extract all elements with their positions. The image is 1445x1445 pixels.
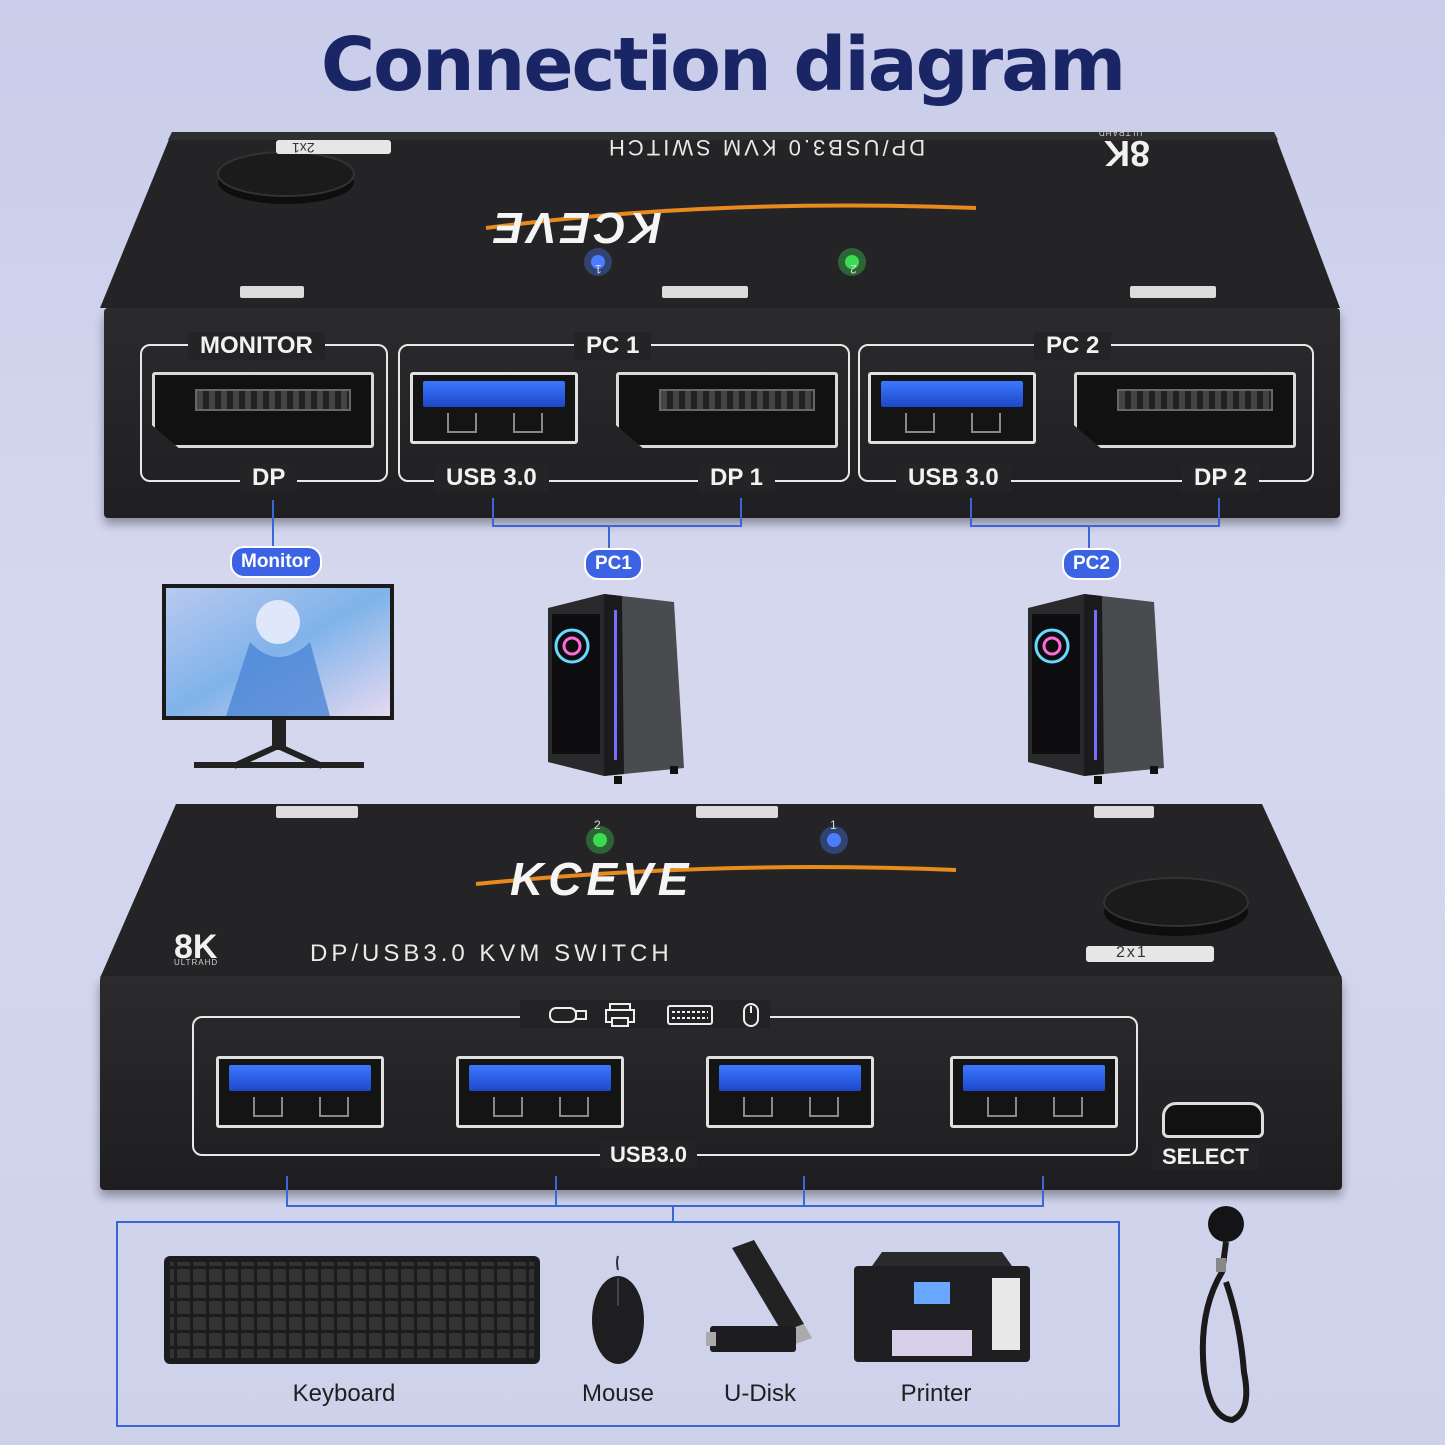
printer-icon — [605, 1003, 635, 1027]
mouse-icon — [743, 1003, 759, 1027]
pc1-usb-label: USB 3.0 — [434, 464, 549, 492]
bottom-led-2-label: 2 — [594, 818, 601, 832]
pc2-usb-connector-line — [970, 498, 972, 526]
monitor-illustration — [162, 584, 394, 769]
pc1-tag: PC1 — [584, 548, 643, 580]
pc2-drop-line — [1088, 525, 1090, 549]
usb-hub-port-3[interactable] — [706, 1056, 874, 1128]
pc2-usb-port[interactable] — [868, 372, 1036, 444]
monitor-connector-line — [272, 500, 274, 550]
pc2-group-label: PC 2 — [1034, 332, 1112, 360]
top-resolution: 8K — [1104, 133, 1151, 174]
monitor-dp-label: DP — [240, 464, 298, 492]
bottom-spec-text: DP/USB3.0 KVM SWITCH — [310, 940, 673, 967]
pc1-illustration — [548, 594, 684, 784]
pc2-bridge-line — [970, 525, 1220, 527]
keyboard-icon — [667, 1005, 713, 1025]
usb-drive-icon — [549, 1007, 587, 1023]
port-icon-row — [520, 1000, 770, 1028]
select-label: SELECT — [1152, 1144, 1259, 1170]
top-led-1-label: 1 — [595, 262, 602, 276]
select-cable-illustration — [1199, 1206, 1250, 1424]
bottom-resolution: 8K — [174, 928, 218, 966]
pc2-dp-label: DP 2 — [1182, 464, 1259, 492]
pc1-drop-line — [608, 525, 610, 549]
monitor-tag: Monitor — [230, 546, 322, 578]
usb-hub-port-2[interactable] — [456, 1056, 624, 1128]
pc1-dp-connector-line — [740, 498, 742, 526]
monitor-group-label: MONITOR — [188, 332, 325, 360]
pc2-usb-label: USB 3.0 — [896, 464, 1011, 492]
peripherals-box — [116, 1221, 1120, 1427]
bottom-device-front-panel: USB3.0 SELECT — [100, 976, 1342, 1190]
bottom-model-badge: 2x1 — [1116, 944, 1148, 961]
u-disk-illustration — [706, 1240, 812, 1352]
pc1-usb-port[interactable] — [410, 372, 578, 444]
pc2-dp-port[interactable] — [1074, 372, 1296, 448]
hub-drop-line — [672, 1205, 674, 1221]
pc1-group-label: PC 1 — [574, 332, 652, 360]
pc2-illustration — [1028, 594, 1164, 784]
monitor-dp-port[interactable] — [152, 372, 374, 448]
printer-illustration — [854, 1252, 1030, 1362]
pc1-dp-port[interactable] — [616, 372, 838, 448]
top-spec-text: DP/USB3.0 KVM SWITCH — [606, 135, 926, 160]
hub-port-2-line — [555, 1176, 557, 1206]
printer-label: Printer — [900, 1380, 972, 1407]
hub-port-3-line — [803, 1176, 805, 1206]
top-device-top-surface — [100, 132, 1340, 308]
usb-hub-port-4[interactable] — [950, 1056, 1118, 1128]
u-disk-label: U-Disk — [724, 1380, 796, 1407]
hub-port-1-line — [286, 1176, 288, 1206]
mouse-label: Mouse — [581, 1380, 655, 1407]
bottom-resolution-sub: ULTRAHD — [174, 958, 219, 967]
mouse-illustration — [592, 1255, 644, 1364]
top-resolution-sub: ULTRAHD — [1098, 128, 1143, 137]
top-led-2-label: 2 — [850, 262, 857, 276]
usb-hub-label: USB3.0 — [600, 1142, 698, 1168]
bottom-device-top-surface — [100, 804, 1342, 978]
hub-bridge-line — [286, 1205, 1044, 1207]
keyboard-label: Keyboard — [292, 1380, 396, 1407]
pc1-dp-label: DP 1 — [698, 464, 775, 492]
pc1-usb-connector-line — [492, 498, 494, 526]
pc2-dp-connector-line — [1218, 498, 1220, 526]
page-title: Connection diagram — [320, 22, 1126, 108]
bottom-brand-logo: KCEVE — [510, 853, 694, 905]
top-model-badge: 2x1 — [292, 140, 315, 156]
usb-hub-port-1[interactable] — [216, 1056, 384, 1128]
pc1-bridge-line — [492, 525, 742, 527]
top-device-front-panel: MONITOR DP PC 1 USB 3.0 DP 1 PC 2 USB 3.… — [104, 308, 1340, 518]
top-brand-logo: KCEVE — [490, 203, 662, 252]
hub-port-4-line — [1042, 1176, 1044, 1206]
keyboard-illustration — [164, 1256, 540, 1364]
select-port[interactable] — [1162, 1102, 1264, 1138]
bottom-led-1-label: 1 — [830, 818, 837, 832]
pc2-tag: PC2 — [1062, 548, 1121, 580]
